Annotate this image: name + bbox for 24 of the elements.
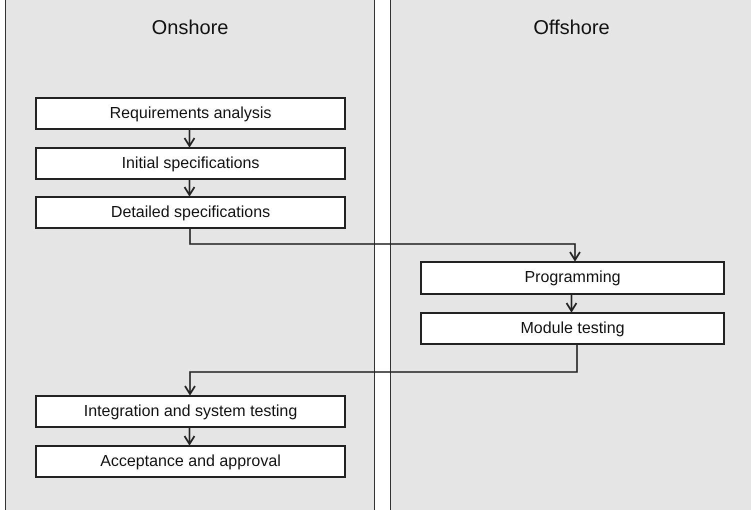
- box-label: Detailed specifications: [110, 202, 270, 222]
- process-box: [35, 395, 346, 428]
- process-box: [35, 196, 346, 229]
- lane-title: Onshore: [150, 16, 230, 41]
- box-label: Programming: [524, 268, 621, 288]
- arrow: [184, 129, 196, 147]
- box-label: Requirements analysis: [110, 104, 272, 124]
- arrow: [184, 344, 578, 395]
- arrow: [189, 228, 581, 261]
- arrow: [184, 179, 196, 196]
- swimlane-panel: [390, 0, 751, 510]
- process-box: [420, 261, 725, 295]
- swimlane-panel: [5, 0, 375, 510]
- box-label: Integration and system testing: [84, 402, 298, 422]
- lane-title: Offshore: [532, 16, 611, 41]
- box-label: Acceptance and approval: [100, 452, 281, 472]
- box-label: Initial specifications: [122, 154, 260, 174]
- process-box: [35, 445, 346, 478]
- arrow: [184, 427, 196, 445]
- box-label: Module testing: [520, 318, 625, 338]
- arrow: [566, 294, 578, 312]
- process-box: [35, 97, 346, 130]
- process-box: [420, 312, 725, 345]
- process-box: [35, 147, 346, 180]
